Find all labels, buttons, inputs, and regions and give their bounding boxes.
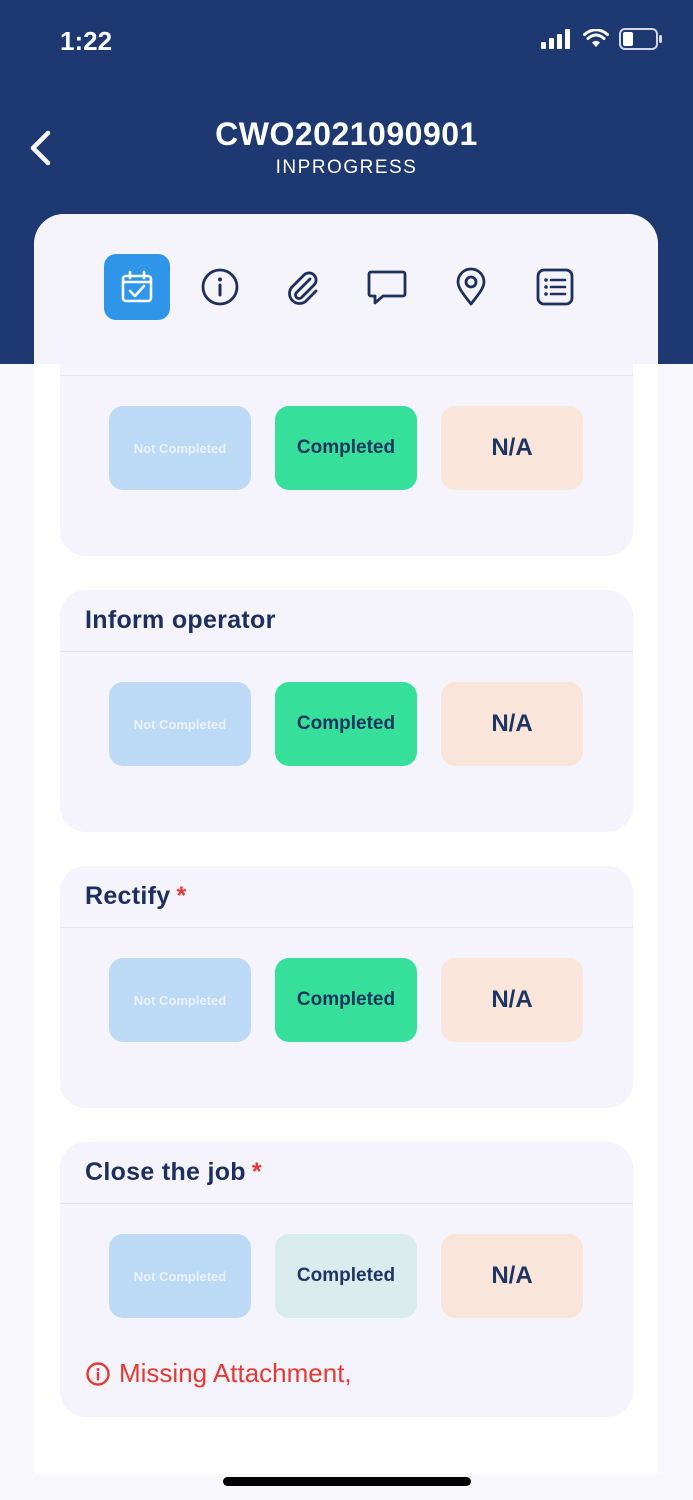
task-card-inform-operator: Inform operator Not Completed Completed … (60, 590, 633, 832)
task-card-header (60, 324, 633, 376)
tab-comments[interactable] (354, 254, 420, 320)
tab-location[interactable] (438, 254, 504, 320)
task-label: Inform operator (85, 606, 276, 634)
status-label: INPROGRESS (275, 157, 418, 178)
paperclip-icon (288, 271, 318, 305)
not-completed-button[interactable]: Not Completed (109, 1234, 251, 1318)
na-button[interactable]: N/A (441, 1234, 583, 1318)
error-message: Missing Attachment, (85, 1358, 352, 1389)
chat-icon (367, 270, 407, 305)
task-card-rectify: Rectify * Not Completed Completed N/A (60, 866, 633, 1108)
not-completed-button[interactable]: Not Completed (109, 406, 251, 490)
na-button[interactable]: N/A (441, 958, 583, 1042)
status-icons (541, 28, 663, 50)
tab-attachments[interactable] (270, 254, 336, 320)
task-label: Rectify (85, 882, 171, 910)
back-button[interactable] (20, 124, 60, 172)
page-title: CWO2021090901 (215, 116, 478, 152)
not-completed-button[interactable]: Not Completed (109, 958, 251, 1042)
error-text: Missing Attachment, (119, 1358, 352, 1388)
task-card-header: Close the job * (60, 1142, 633, 1204)
required-asterisk: * (176, 882, 187, 910)
task-card-header: Rectify * (60, 866, 633, 928)
completed-button[interactable]: Completed (275, 406, 417, 490)
checklist-calendar-icon (121, 270, 153, 303)
list-icon (536, 268, 574, 306)
tab-checklist[interactable] (104, 254, 170, 320)
title-block: CWO2021090901 INPROGRESS (0, 116, 693, 179)
required-asterisk: * (251, 1158, 262, 1186)
task-card-close-the-job: Close the job * Not Completed Completed … (60, 1142, 633, 1417)
tab-info[interactable] (187, 254, 253, 320)
task-card-header: Inform operator (60, 590, 633, 652)
task-label: Close the job (85, 1158, 246, 1186)
home-indicator[interactable] (223, 1477, 471, 1486)
signal-icon (541, 29, 570, 49)
task-options: Not Completed Completed N/A (109, 1234, 583, 1318)
wifi-icon (583, 29, 609, 47)
status-time: 1:22 (60, 26, 113, 56)
na-button[interactable]: N/A (441, 406, 583, 490)
task-options: Not Completed Completed N/A (109, 406, 583, 490)
not-completed-button[interactable]: Not Completed (109, 682, 251, 766)
na-button[interactable]: N/A (441, 682, 583, 766)
completed-button[interactable]: Completed (275, 1234, 417, 1318)
completed-button[interactable]: Completed (275, 958, 417, 1042)
location-pin-icon (456, 267, 486, 306)
task-options: Not Completed Completed N/A (109, 958, 583, 1042)
completed-button[interactable]: Completed (275, 682, 417, 766)
task-card: Not Completed Completed N/A (60, 324, 633, 556)
tab-list[interactable] (522, 254, 588, 320)
chevron-left-icon (30, 130, 51, 166)
battery-icon (619, 28, 662, 50)
info-icon (201, 268, 239, 306)
task-options: Not Completed Completed N/A (109, 682, 583, 766)
error-info-icon (86, 1361, 110, 1386)
